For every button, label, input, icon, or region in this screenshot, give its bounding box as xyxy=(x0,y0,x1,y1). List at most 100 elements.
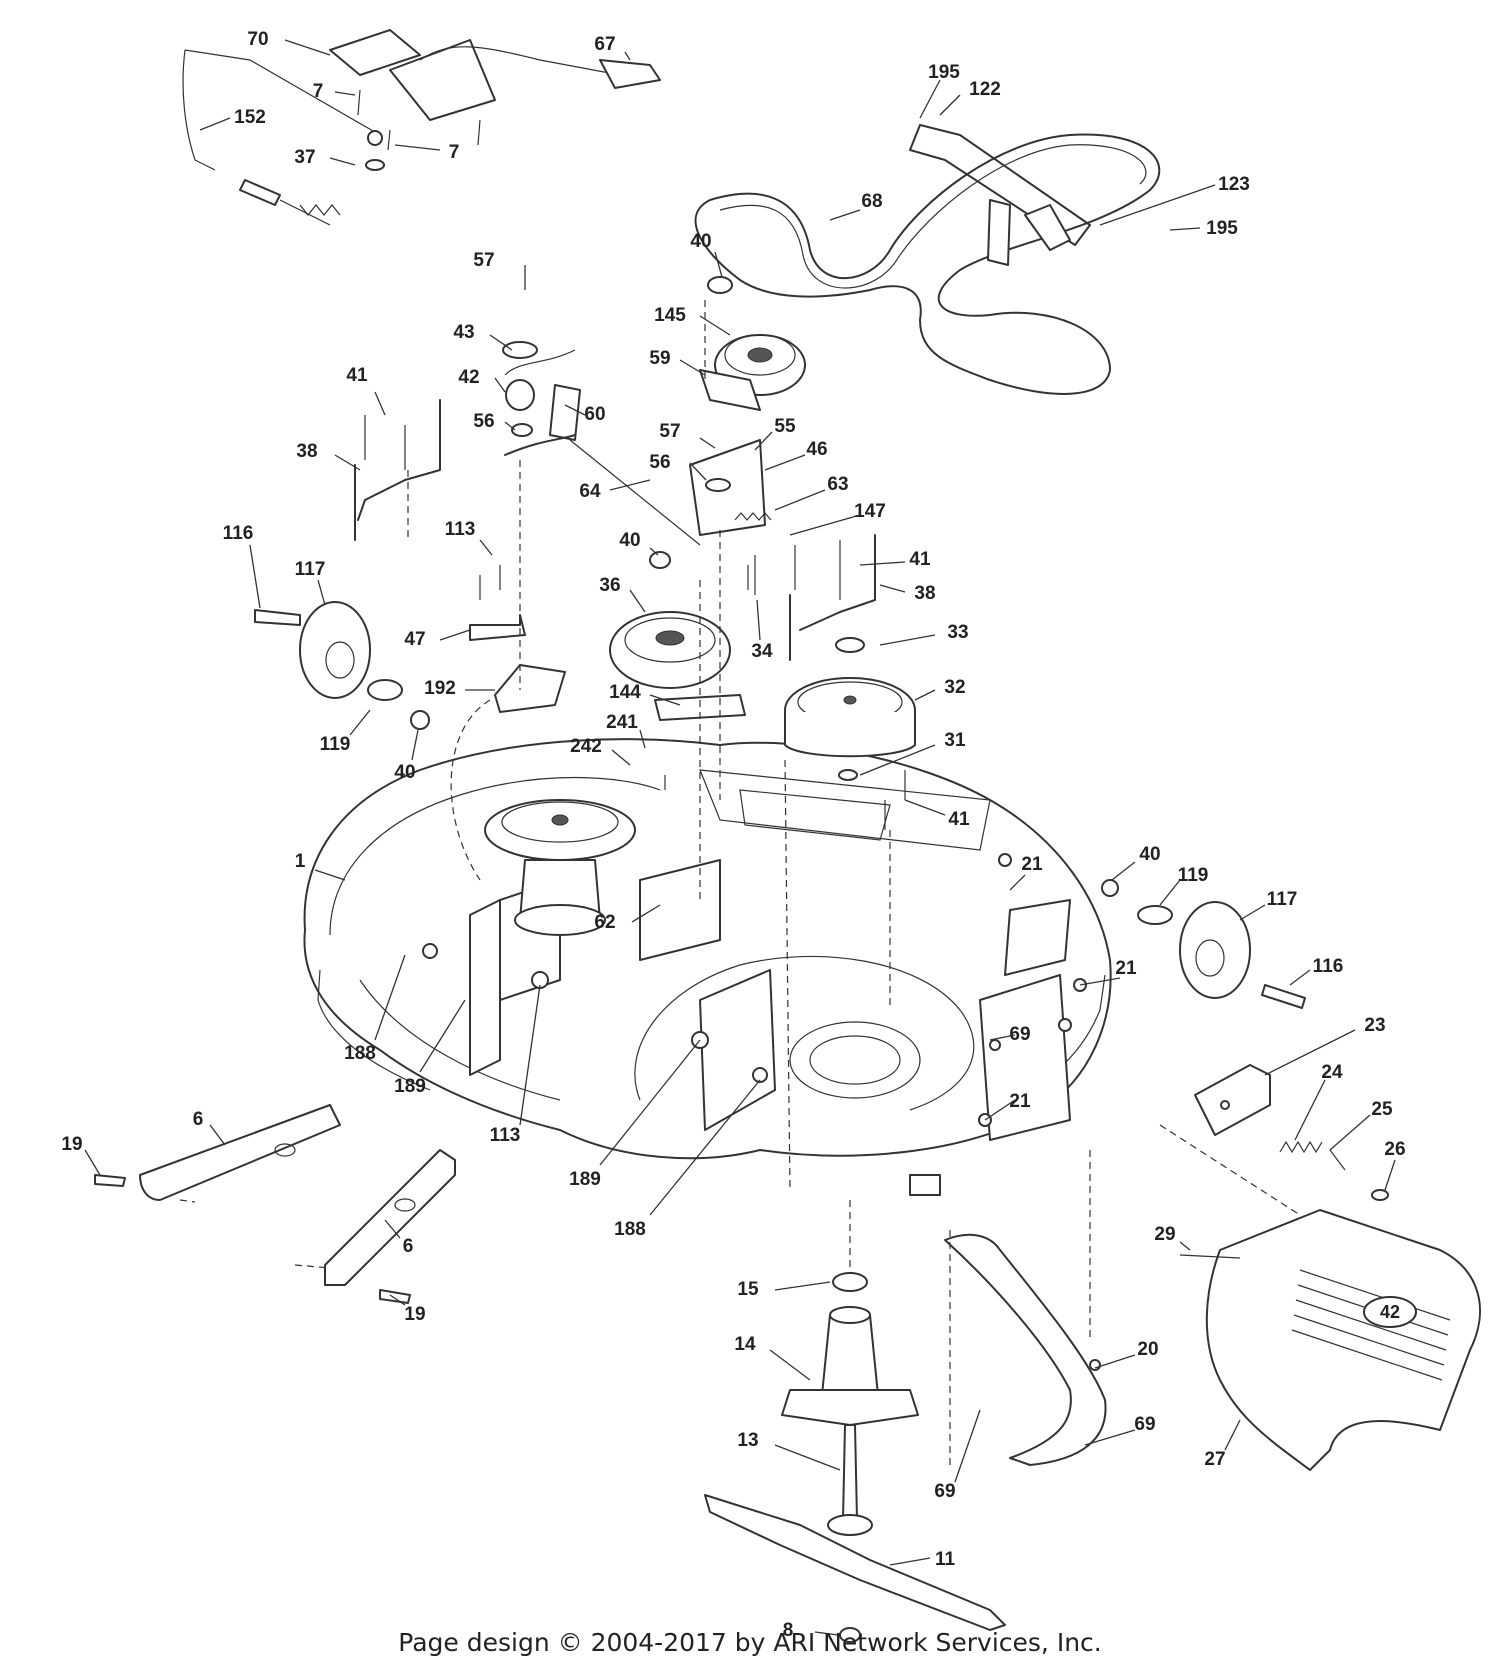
part-callout-21: 21 xyxy=(1009,1091,1031,1112)
leader-line xyxy=(411,729,419,761)
leader-line xyxy=(919,79,941,119)
leader-line xyxy=(1009,874,1026,891)
part-callout-19: 19 xyxy=(61,1134,82,1155)
part-callout-189: 189 xyxy=(394,1076,426,1097)
gauge-wheel-right xyxy=(1101,879,1306,1009)
part-callout-21: 21 xyxy=(1021,854,1043,875)
part-callout-188: 188 xyxy=(344,1043,376,1064)
leader-line xyxy=(679,359,706,376)
leader-line xyxy=(599,1039,701,1166)
leader-line xyxy=(774,1444,841,1471)
leader-line xyxy=(631,904,661,923)
chute-mount xyxy=(1159,1064,1389,1216)
spindle-assembly xyxy=(781,1272,919,1536)
leader-line xyxy=(624,51,631,61)
leader-line xyxy=(1094,1354,1136,1369)
part-callout-192: 192 xyxy=(424,678,456,699)
leader-line xyxy=(374,391,386,416)
leader-line xyxy=(1079,977,1121,986)
part-callout-6: 6 xyxy=(193,1109,204,1130)
part-callout-46: 46 xyxy=(806,439,827,460)
leader-line xyxy=(419,999,466,1073)
leader-lines xyxy=(84,39,1396,1636)
part-callout-7: 7 xyxy=(313,81,324,102)
leader-line xyxy=(334,454,361,471)
part-callout-37: 37 xyxy=(294,147,315,168)
leader-line xyxy=(889,1557,931,1566)
part-callout-195: 195 xyxy=(928,62,960,83)
part-callout-38: 38 xyxy=(296,441,317,462)
part-callout-27: 27 xyxy=(1204,1449,1225,1470)
part-callout-38: 38 xyxy=(914,583,935,604)
part-callout-24: 24 xyxy=(1321,1062,1343,1083)
leader-line xyxy=(649,547,659,556)
part-callout-57: 57 xyxy=(473,250,494,271)
leader-line xyxy=(774,489,826,511)
leader-line xyxy=(879,584,906,593)
part-callout-152: 152 xyxy=(234,107,266,128)
part-callout-116: 116 xyxy=(223,523,254,544)
leader-line xyxy=(939,94,961,116)
part-callout-7: 7 xyxy=(449,142,460,163)
chute-size-badge: 42 xyxy=(1380,1302,1400,1322)
page-footer: Page design © 2004-2017 by ARI Network S… xyxy=(398,1628,1102,1657)
part-callout-1: 1 xyxy=(295,851,306,872)
part-callout-63: 63 xyxy=(827,474,848,495)
part-callout-60: 60 xyxy=(584,404,605,425)
leader-line xyxy=(1169,227,1201,231)
leader-line xyxy=(504,421,516,431)
leader-line xyxy=(494,377,506,393)
leader-line xyxy=(284,39,331,56)
part-callout-11: 11 xyxy=(935,1549,956,1570)
leader-line xyxy=(1099,184,1216,226)
leader-line xyxy=(1264,1029,1356,1076)
leader-line xyxy=(564,404,586,416)
leader-line xyxy=(479,539,493,556)
part-callout-189: 189 xyxy=(569,1169,601,1190)
leader-line xyxy=(756,599,761,641)
part-callout-41: 41 xyxy=(346,365,368,386)
deck-hanger-left xyxy=(94,1104,341,1201)
leader-line xyxy=(439,629,471,641)
part-callout-40: 40 xyxy=(1139,844,1160,865)
baffle xyxy=(944,1233,1107,1466)
part-callout-55: 55 xyxy=(774,416,796,437)
mower-deck-shell xyxy=(303,738,1112,1196)
leader-line xyxy=(199,117,231,131)
idler-pulley-145 xyxy=(699,334,806,411)
part-callout-29: 29 xyxy=(1154,1224,1175,1245)
spindle-pulley-32 xyxy=(784,637,916,781)
part-callout-40: 40 xyxy=(619,530,640,551)
part-callout-26: 26 xyxy=(1384,1139,1405,1160)
part-callout-34: 34 xyxy=(751,641,773,662)
part-callout-36: 36 xyxy=(599,575,620,596)
leader-line xyxy=(699,315,731,336)
leader-line xyxy=(1239,904,1266,921)
leader-line xyxy=(629,589,646,613)
leader-line xyxy=(317,579,326,606)
alignment-lines xyxy=(179,300,1091,1470)
discharge-chute xyxy=(1179,1209,1481,1471)
part-callout-56: 56 xyxy=(649,452,670,473)
part-callout-117: 117 xyxy=(295,559,326,580)
leader-line xyxy=(209,1124,226,1146)
part-callout-116: 116 xyxy=(1313,956,1344,977)
leader-line xyxy=(914,689,936,701)
leader-line xyxy=(611,749,631,766)
deck-hanger-right xyxy=(324,1149,456,1304)
part-callout-123: 123 xyxy=(1218,174,1250,195)
leader-line xyxy=(829,209,861,221)
leader-line xyxy=(789,514,861,536)
idler-arm-assembly xyxy=(502,276,766,546)
part-callout-69: 69 xyxy=(934,1481,955,1502)
leader-line xyxy=(519,984,541,1126)
leader-line xyxy=(1179,1241,1191,1251)
leader-line xyxy=(1224,1419,1241,1451)
part-callout-21: 21 xyxy=(1115,958,1137,979)
leader-line xyxy=(314,869,346,881)
leader-line xyxy=(394,144,441,151)
part-callout-6: 6 xyxy=(403,1236,414,1257)
part-callout-33: 33 xyxy=(947,622,968,643)
part-callout-119: 119 xyxy=(1178,865,1209,886)
adjuster-rods xyxy=(354,399,906,830)
